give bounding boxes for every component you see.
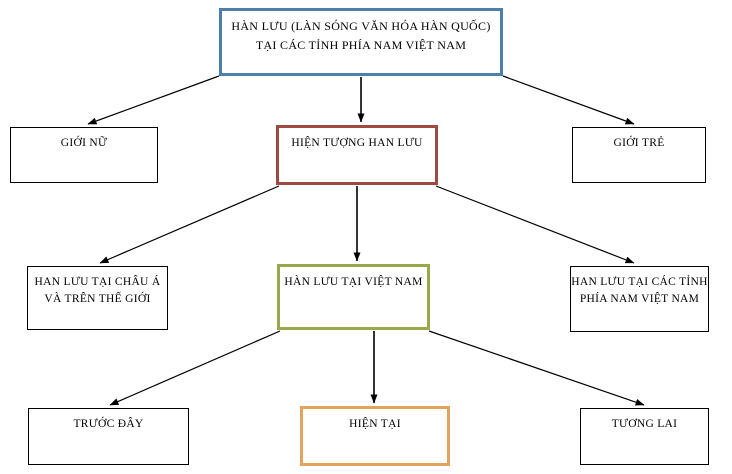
node-label: HIỆN TẠI	[349, 418, 401, 430]
node-gioi-tre[interactable]: GIỚI TRẺ	[572, 127, 706, 183]
node-label: TƯƠNG LAI	[611, 418, 678, 430]
connector-hien-tuong-to-phia-nam	[435, 185, 635, 264]
node-hien-tuong-han-luu[interactable]: HIỆN TƯỢNG HAN LƯU	[276, 125, 438, 185]
node-han-luu-phia-nam[interactable]: HAN LƯU TẠI CÁC TỈNH PHÍA NAM VIỆT NAM	[570, 266, 709, 332]
node-label: HAN LƯU TẠI CÁC TỈNH PHÍA NAM VIỆT NAM	[571, 276, 708, 305]
node-truoc-day[interactable]: TRƯỚC ĐÂY	[28, 408, 189, 465]
node-label: HÀN LƯU (LÀN SÓNG VĂN HÓA HÀN QUỐC) TẠI …	[231, 19, 491, 52]
node-han-luu-chau-a[interactable]: HAN LƯU TẠI CHÂU Á VÀ TRÊN THẾ GIỚI	[27, 266, 168, 330]
node-hien-tai[interactable]: HIỆN TẠI	[300, 406, 450, 466]
node-label: GIỚI TRẺ	[613, 137, 665, 149]
node-label: HIỆN TƯỢNG HAN LƯU	[291, 137, 423, 149]
node-label: HAN LƯU TẠI CHÂU Á VÀ TRÊN THẾ GIỚI	[34, 276, 161, 305]
connector-viet-nam-to-tuong-lai	[428, 330, 645, 406]
connector-root-to-gioi-tre	[502, 75, 635, 125]
node-label: GIỚI NỮ	[60, 137, 108, 149]
node-gioi-nu[interactable]: GIỚI NỮ	[10, 127, 158, 183]
connector-viet-nam-to-truoc-day	[109, 330, 281, 406]
connector-root-to-gioi-nu	[87, 75, 220, 125]
node-label: TRƯỚC ĐÂY	[73, 418, 144, 430]
node-label: HÀN LƯU TẠI VIỆT NAM	[284, 276, 423, 288]
node-tuong-lai[interactable]: TƯƠNG LAI	[580, 408, 709, 465]
node-han-luu-root[interactable]: HÀN LƯU (LÀN SÓNG VĂN HÓA HÀN QUỐC) TẠI …	[219, 8, 503, 76]
node-han-luu-viet-nam[interactable]: HÀN LƯU TẠI VIỆT NAM	[277, 264, 430, 330]
connector-hien-tuong-to-chau-a	[99, 185, 280, 264]
